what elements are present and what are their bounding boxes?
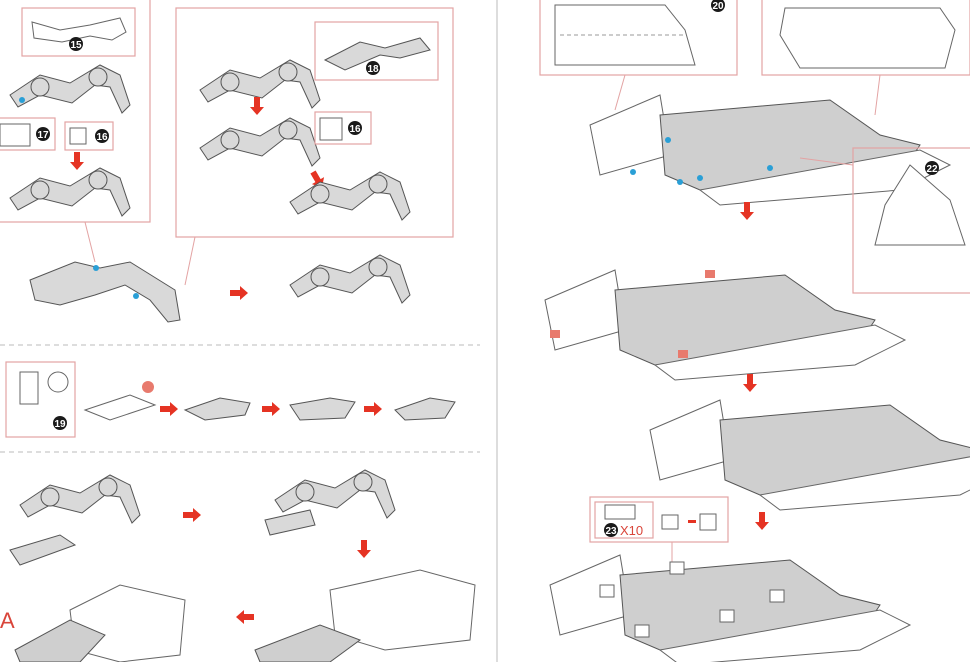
quantity-label: X10 [620, 523, 643, 538]
section-label: A [0, 608, 15, 633]
tray-assembly-step-1 [589, 94, 951, 206]
step-badge-20 [711, 0, 725, 12]
arm-mount-step [9, 469, 476, 662]
svg-text:15: 15 [70, 40, 82, 51]
step-19-row: 19 [5, 361, 456, 438]
step-badge-22 [925, 161, 939, 175]
step-badge-16 [348, 121, 362, 135]
callout-steps-15-17-16: 15 17 16 [0, 0, 151, 223]
callout-step-23: 23 X10 [589, 496, 729, 543]
callout-step-20: 20 [539, 0, 970, 76]
step-badge-18 [366, 61, 380, 75]
tray-assembly-step-3 [649, 399, 970, 511]
step-badge-16 [95, 129, 109, 143]
svg-text:22: 22 [926, 164, 938, 175]
svg-text:20: 20 [712, 1, 724, 12]
step-badge-17 [36, 127, 50, 141]
step-badge-23 [604, 523, 618, 537]
step-badge-19 [53, 416, 67, 430]
tray-assembly-step-4 [549, 554, 911, 662]
step-badge-15 [69, 37, 83, 51]
arm-assembly-step [29, 254, 411, 323]
svg-text:23: 23 [605, 526, 617, 537]
svg-text:16: 16 [349, 124, 361, 135]
callout-steps-18-16: 18 16 [175, 7, 454, 238]
svg-text:18: 18 [367, 64, 379, 75]
tray-assembly-step-2 [544, 269, 906, 381]
svg-text:16: 16 [96, 132, 108, 143]
callout-step-22: 22 [852, 147, 970, 294]
svg-text:17: 17 [37, 130, 49, 141]
svg-text:19: 19 [54, 419, 66, 430]
